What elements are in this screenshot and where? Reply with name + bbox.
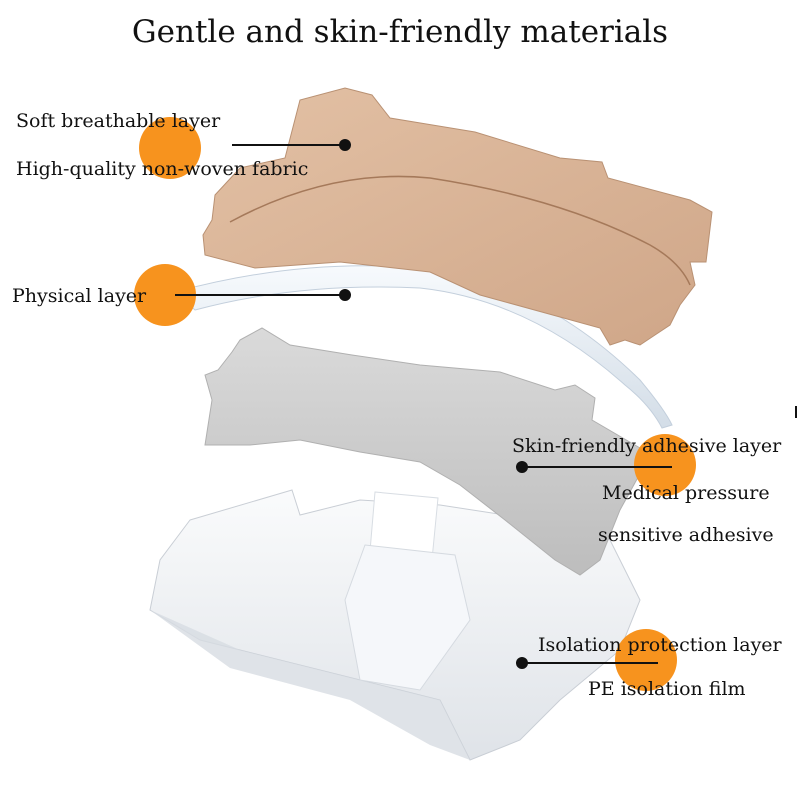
leader-dot-3 bbox=[516, 461, 528, 473]
layer-1-detail: High-quality non-woven fabric bbox=[16, 158, 309, 180]
accent-dot-1 bbox=[139, 117, 201, 179]
leader-dot-4 bbox=[516, 657, 528, 669]
layer-2-name: Physical layer bbox=[12, 285, 147, 307]
page-title: Gentle and skin-friendly materials bbox=[131, 14, 669, 50]
adhesive-layer-shape bbox=[204, 327, 643, 576]
leader-dot-1 bbox=[339, 139, 351, 151]
layer-3-detail: Medical pressure bbox=[602, 482, 770, 504]
isolation-film-shape bbox=[149, 489, 641, 761]
layer-1-name: Soft breathable layer bbox=[16, 110, 221, 132]
accent-dot-4 bbox=[615, 629, 677, 691]
accent-dot-3 bbox=[634, 434, 696, 496]
layer-4-name: Isolation protection layer bbox=[538, 634, 782, 656]
leader-dot-2 bbox=[339, 289, 351, 301]
layer-3-detail-2: sensitive adhesive bbox=[598, 524, 774, 546]
accent-dot-2 bbox=[134, 264, 196, 326]
fabric-layer-shape bbox=[202, 87, 713, 346]
layer-3-name: Skin-friendly adhesive layer bbox=[512, 435, 782, 457]
layer-4-detail: PE isolation film bbox=[588, 678, 746, 700]
